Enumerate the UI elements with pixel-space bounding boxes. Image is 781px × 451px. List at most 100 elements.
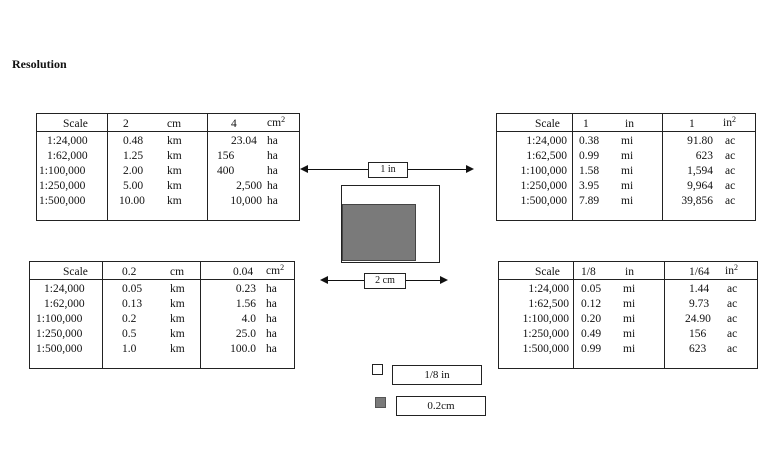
- table-cell: 1.56: [235, 298, 256, 310]
- table-cell: ha: [266, 313, 277, 325]
- small-inch-square: [372, 364, 383, 375]
- inch-label: 1 in: [368, 162, 408, 178]
- header-area: 0.04: [233, 266, 254, 278]
- table-cell: 1,594: [687, 165, 713, 177]
- table-cell: 0.13: [122, 298, 143, 310]
- table-cell: ac: [725, 180, 736, 192]
- table-cell: mi: [623, 298, 636, 310]
- table-cell: 0.99: [581, 343, 602, 355]
- table-cell: km: [167, 195, 182, 207]
- table-cell: 1.58: [579, 165, 600, 177]
- table-cell: 1:62,000: [44, 298, 85, 310]
- table-cell: mi: [621, 150, 634, 162]
- table-cell: 0.99: [579, 150, 600, 162]
- table-cell: mi: [623, 343, 636, 355]
- header-length: 2: [123, 118, 129, 130]
- header-length: 1: [583, 118, 589, 130]
- table-cell: ha: [267, 150, 278, 162]
- table-cell: km: [170, 283, 185, 295]
- header-scale: Scale: [535, 118, 560, 130]
- table-cell: ha: [266, 298, 277, 310]
- table-cell: mi: [621, 135, 634, 147]
- table-cm-0-2: Scale 0.2 cm 0.04 cm2 1:24,000 0.05 km 0…: [29, 261, 295, 369]
- table-cell: 1.0: [122, 343, 137, 355]
- table-cell: 23.04: [231, 135, 257, 147]
- table-cell: 91.80: [687, 135, 713, 147]
- table-cell: ac: [727, 328, 738, 340]
- table-cell: mi: [623, 328, 636, 340]
- header-area: 1: [689, 118, 695, 130]
- header-area-unit: cm2: [267, 115, 286, 129]
- arrow-left-icon: [300, 165, 308, 173]
- table-cell: 1:24,000: [526, 135, 567, 147]
- header-area-unit: in2: [725, 263, 738, 277]
- table-cell: 0.12: [581, 298, 602, 310]
- table-cell: ac: [725, 150, 736, 162]
- header-length-unit: in: [625, 266, 634, 278]
- table-cell: 1.44: [689, 283, 710, 295]
- table-cell: 1:250,000: [520, 180, 567, 192]
- table-cell: 400: [217, 165, 235, 177]
- table-cell: 156: [689, 328, 707, 340]
- table-cell: ha: [267, 165, 278, 177]
- table-cell: 0.20: [581, 313, 602, 325]
- header-area-unit: cm2: [266, 263, 285, 277]
- table-cell: ac: [725, 135, 736, 147]
- table-cell: 39,856: [681, 195, 713, 207]
- table-cell: 0.49: [581, 328, 602, 340]
- table-cell: km: [170, 298, 185, 310]
- header-area-unit: in2: [723, 115, 736, 129]
- table-cell: ha: [266, 328, 277, 340]
- table-cell: 1:100,000: [36, 313, 83, 325]
- arrow-right-icon: [466, 165, 474, 173]
- table-cell: mi: [621, 165, 634, 177]
- table-cell: 0.48: [123, 135, 144, 147]
- table-cell: ac: [725, 165, 736, 177]
- table-cell: 623: [695, 150, 713, 162]
- table-cell: 9.73: [689, 298, 710, 310]
- header-length: 0.2: [122, 266, 137, 278]
- table-cell: 1:100,000: [520, 165, 567, 177]
- small-inch-label: 1/8 in: [392, 365, 482, 385]
- table-cell: km: [170, 328, 185, 340]
- table-cell: 24.90: [685, 313, 711, 325]
- table-cell: 0.38: [579, 135, 600, 147]
- table-cell: 1:250,000: [39, 180, 86, 192]
- small-cm-label: 0.2cm: [396, 396, 486, 416]
- arrow-left-icon: [320, 276, 328, 284]
- header-scale: Scale: [535, 266, 560, 278]
- table-cell: 1.25: [123, 150, 144, 162]
- table-in-1-8: Scale 1/8 in 1/64 in2 1:24,000 0.05 mi 1…: [498, 261, 758, 369]
- table-cell: km: [170, 313, 185, 325]
- header-length-unit: cm: [167, 118, 182, 130]
- table-cell: 1:500,000: [522, 343, 569, 355]
- table-cell: 3.95: [579, 180, 600, 192]
- header-scale: Scale: [63, 266, 88, 278]
- table-cell: 9,964: [687, 180, 713, 192]
- table-cell: ha: [267, 180, 278, 192]
- table-cell: ha: [266, 343, 277, 355]
- header-area: 4: [231, 118, 237, 130]
- table-cell: km: [170, 343, 185, 355]
- table-cell: ac: [725, 195, 736, 207]
- table-cell: 1:250,000: [36, 328, 83, 340]
- table-cell: 1:500,000: [39, 195, 86, 207]
- header-length: 1/8: [581, 266, 596, 278]
- table-cell: 25.0: [235, 328, 256, 340]
- table-cell: ha: [266, 283, 277, 295]
- table-cell: 1:500,000: [520, 195, 567, 207]
- table-cell: 100.0: [230, 343, 256, 355]
- table-cell: 10.00: [119, 195, 145, 207]
- header-scale: Scale: [63, 118, 88, 130]
- arrow-right-icon: [440, 276, 448, 284]
- table-cell: ha: [267, 195, 278, 207]
- header-length-unit: cm: [170, 266, 185, 278]
- table-cell: 1:62,500: [528, 298, 569, 310]
- table-in-1: Scale 1 in 1 in2 1:24,000 0.38 mi 91.80 …: [496, 113, 756, 221]
- page-title: Resolution: [12, 57, 67, 71]
- table-cell: 1:24,000: [44, 283, 85, 295]
- table-cell: km: [167, 165, 182, 177]
- table-cell: 1:250,000: [522, 328, 569, 340]
- table-cell: 1:100,000: [39, 165, 86, 177]
- table-cell: ac: [727, 283, 738, 295]
